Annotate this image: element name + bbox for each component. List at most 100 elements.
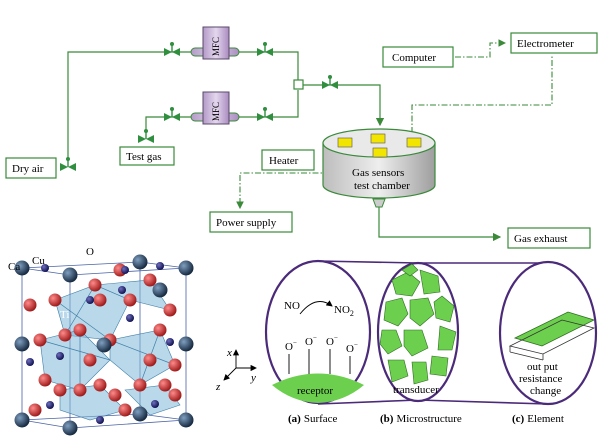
o-minus-label: O− — [285, 339, 297, 353]
dry-air-label: Dry air — [12, 163, 44, 175]
mfc-top-label: MFC — [211, 37, 221, 56]
sensor-chip — [372, 147, 388, 158]
pipe-test-gas — [145, 116, 195, 130]
panel-surface: receptor NO NO2 O−O−O−O− — [264, 259, 372, 405]
grain — [409, 297, 435, 327]
copper-atom — [96, 416, 104, 424]
gas-exhaust-label: Gas exhaust — [514, 233, 567, 245]
calcium-atom — [178, 412, 194, 428]
chamber-label-line1: Gas sensors — [352, 167, 404, 179]
test-gas-label: Test gas — [126, 151, 162, 163]
computer-box — [382, 46, 454, 68]
copper-atom — [26, 358, 34, 366]
dry-air-box — [5, 157, 57, 179]
oxygen-atom — [123, 293, 137, 307]
oxygen-atom — [53, 383, 67, 397]
copper-atom — [118, 286, 126, 294]
pipe-mfc-top-out — [235, 51, 299, 80]
axis-z-label: z — [215, 381, 221, 393]
oxygen-atom — [23, 298, 37, 312]
transducer-label: transducer — [393, 384, 439, 396]
calcium-atom — [14, 336, 30, 352]
exhaust-port — [372, 198, 386, 208]
sensor-chip — [370, 133, 386, 144]
grain — [437, 325, 457, 351]
grain — [403, 329, 429, 357]
copper-atom — [46, 401, 54, 409]
valve-icon[interactable] — [322, 75, 338, 89]
power-supply-box — [209, 211, 293, 233]
mfc-bottom-label: MFC — [211, 102, 221, 121]
caption-microstructure: (b)Microstructure — [380, 413, 462, 425]
mfc-bottom[interactable]: MFC — [190, 91, 240, 125]
grain — [383, 297, 409, 327]
copper-atom — [86, 296, 94, 304]
oxygen-atom — [93, 378, 107, 392]
copper-atom — [156, 262, 164, 270]
oxygen-atom — [38, 373, 52, 387]
pipe-exhaust — [378, 207, 502, 242]
oxygen-atom — [158, 378, 172, 392]
signal-chamber-electrometer — [411, 55, 553, 133]
calcium-atom — [132, 254, 148, 270]
output-label-line2: resistance — [519, 373, 562, 385]
mfc-top[interactable]: MFC — [190, 26, 240, 60]
gas-exhaust-box — [507, 227, 591, 249]
oxygen-atom — [58, 328, 72, 342]
valve-icon[interactable] — [164, 107, 180, 121]
oxygen-atom — [88, 278, 102, 292]
power-supply-label: Power supply — [216, 217, 277, 229]
oxygen-atom — [33, 333, 47, 347]
o-minus-label: O− — [346, 341, 358, 355]
sensor-chip — [406, 137, 422, 148]
oxygen-atom — [83, 353, 97, 367]
copper-atom — [151, 400, 159, 408]
calcium-atom — [152, 282, 168, 298]
grain — [419, 269, 441, 295]
oxygen-atom — [133, 378, 147, 392]
copper-atom — [41, 264, 49, 272]
valve-icon[interactable] — [164, 42, 180, 56]
gas-setup: MFC MFC Dry air Test gas Computer Electr… — [5, 26, 598, 249]
panel-microstructure: transducer — [376, 261, 460, 403]
chamber-label-line2: test chamber — [354, 180, 410, 192]
grain — [401, 263, 419, 277]
sensor-chip — [337, 137, 353, 148]
caption-surface: (a)Surface — [288, 413, 338, 425]
copper-atom — [166, 338, 174, 346]
oxygen-atom — [108, 388, 122, 402]
oxygen-atom — [118, 403, 132, 417]
calcium-atom — [178, 260, 194, 276]
gas-sensor-chamber[interactable]: Gas sensors test chamber — [322, 128, 436, 208]
calcium-atom — [14, 412, 30, 428]
oxygen-atom — [153, 323, 167, 337]
oxygen-atom — [48, 293, 62, 307]
heater-box — [261, 149, 315, 171]
junction — [293, 79, 304, 90]
valve-icon[interactable] — [257, 107, 273, 121]
calcium-atom — [132, 406, 148, 422]
no-label: NO — [284, 300, 300, 312]
valve-icon[interactable] — [257, 42, 273, 56]
axis-x-label: x — [226, 347, 232, 359]
valve-icon[interactable] — [138, 129, 154, 143]
oxygen-atom — [163, 303, 177, 317]
oxygen-atom — [143, 353, 157, 367]
copper-atom — [121, 266, 129, 274]
o-minus-label: O− — [305, 334, 317, 348]
grain — [433, 295, 455, 323]
grain — [391, 271, 421, 297]
sensing-mechanism: receptor NO NO2 O−O−O−O− transducer out … — [264, 259, 598, 425]
label-o: O — [86, 246, 94, 258]
calcium-atom — [14, 260, 30, 276]
oxygen-atom — [168, 358, 182, 372]
calcium-atom — [178, 336, 194, 352]
calcium-atom — [96, 337, 112, 353]
output-label-line1: out put — [527, 361, 558, 373]
pipe-mfc-bottom-out — [235, 90, 299, 118]
heater-label: Heater — [269, 155, 299, 167]
pipe-dry-air — [67, 51, 195, 158]
valve-icon[interactable] — [60, 157, 76, 171]
grain — [387, 359, 409, 383]
